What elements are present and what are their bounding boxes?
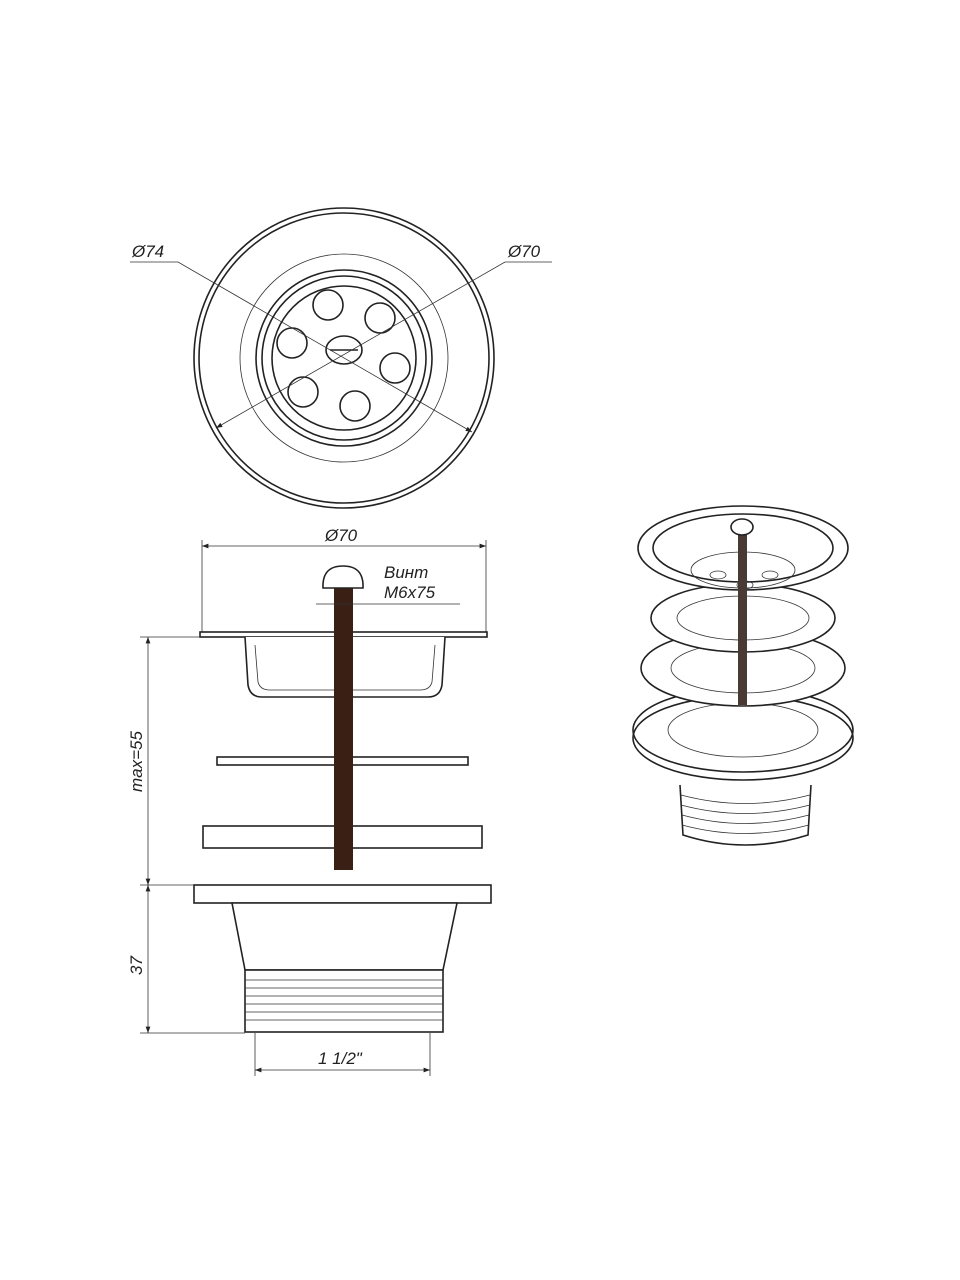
body-flange xyxy=(193,884,492,904)
top-diameter-74-label: Ø74 xyxy=(131,242,164,261)
body-tail xyxy=(231,902,458,971)
iso-thread xyxy=(679,784,812,846)
iso-screw-head xyxy=(730,518,754,536)
side-view: Ø70 Винт М6х75 max=55 37 1 1/2" xyxy=(127,526,492,1076)
body-height-label: 37 xyxy=(127,956,146,975)
screw-label-line1: Винт xyxy=(384,563,428,582)
iso-screw xyxy=(738,530,747,705)
top-diameter-70-label: Ø70 xyxy=(507,242,541,261)
thread-size-label: 1 1/2" xyxy=(318,1049,363,1068)
isometric-view xyxy=(632,505,854,846)
max-height-label: max=55 xyxy=(127,731,146,792)
screw-head xyxy=(322,565,364,589)
screw-shaft xyxy=(334,588,353,870)
flange-diameter-label: Ø70 xyxy=(324,526,358,545)
drain-holes xyxy=(276,289,411,422)
top-view: Ø74 Ø70 xyxy=(130,207,552,509)
thread-section xyxy=(244,969,444,1033)
screw-label-line2: М6х75 xyxy=(384,583,436,602)
